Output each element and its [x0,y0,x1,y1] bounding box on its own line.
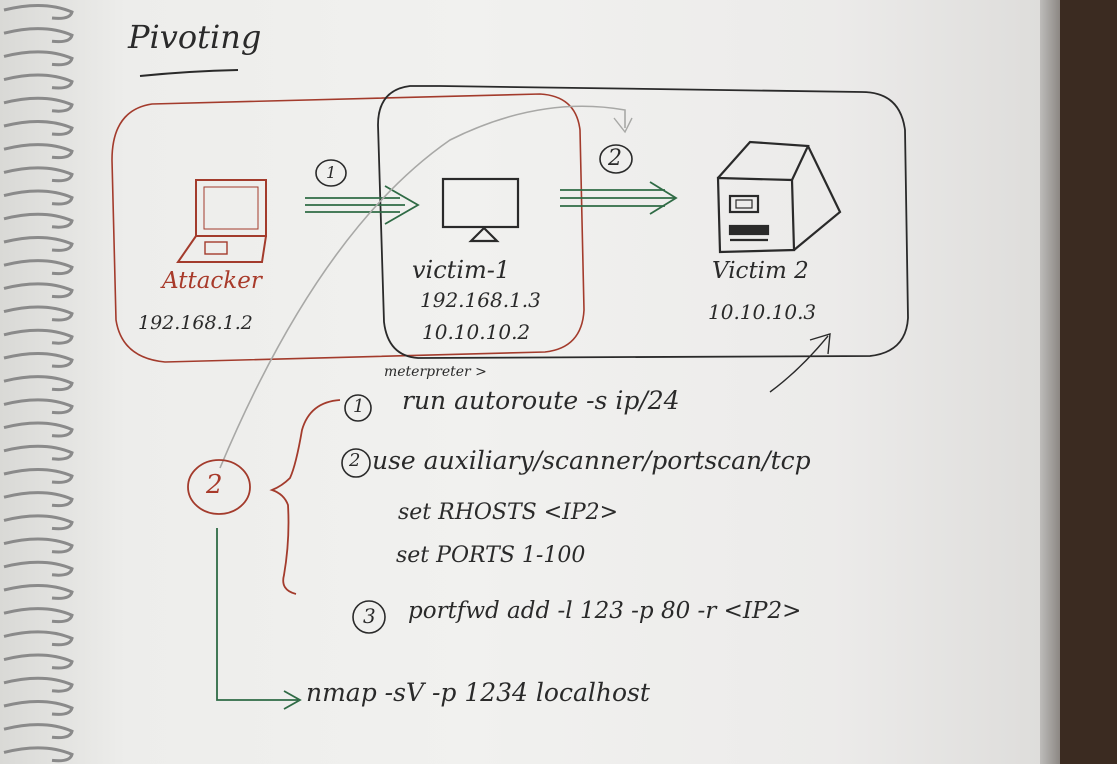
spiral-coil [4,748,72,761]
spiral-coil [4,655,72,668]
spiral-coil [4,353,72,366]
title-underline [140,70,238,76]
victim1-label: victim-1 [412,256,510,284]
command-brace [272,400,340,594]
step-2-arrow [560,182,676,214]
victim2-label: Victim 2 [712,258,809,284]
attacker-ip: 192.168.1.2 [138,312,253,334]
spiral-coil [4,214,72,227]
ip-pointer-arrow [770,334,830,392]
spiral-coil [4,632,72,645]
spiral-coil [4,585,72,598]
cmd-2b-text: set PORTS 1-100 [396,543,585,568]
cmd-1-number: 1 [353,396,364,417]
victim1-ip1: 192.168.1.3 [420,288,541,312]
cmd-2a-text: set RHOSTS <IP2> [398,500,618,525]
attacker-label: Attacker [162,268,262,294]
spiral-coil [4,423,72,436]
spiral-coil [4,145,72,158]
spiral-binding [4,5,72,760]
spiral-coil [4,191,72,204]
server-icon [718,142,840,252]
spiral-coil [4,493,72,506]
spiral-coil [4,377,72,390]
spiral-coil [4,400,72,413]
spiral-coil [4,52,72,65]
step-1-arrow [305,186,418,224]
spiral-coil [4,678,72,691]
pencil-arrowhead [614,118,632,132]
spiral-coil [4,562,72,575]
spiral-coil [4,330,72,343]
page-title: Pivoting [128,18,261,56]
victim1-ip2: 10.10.10.2 [422,320,530,344]
cmd-2-number: 2 [349,450,360,471]
spiral-coil [4,701,72,714]
monitor-icon [443,179,518,241]
spiral-coil [4,121,72,134]
spiral-coil [4,237,72,250]
spiral-coil [4,284,72,297]
spiral-coil [4,539,72,552]
spiral-coil [4,469,72,482]
spiral-coil [4,609,72,622]
spiral-coil [4,29,72,42]
spiral-coil [4,307,72,320]
spiral-coil [4,75,72,88]
cmd-3-text: portfwd add -l 123 -p 80 -r <IP2> [408,598,801,624]
spiral-coil [4,261,72,274]
step-1-label: 1 [326,163,336,182]
step-2-label: 2 [608,146,622,171]
cmd-4-text: nmap -sV -p 1234 localhost [306,678,650,707]
spiral-coil [4,516,72,529]
spiral-coil [4,5,72,18]
spiral-coil [4,98,72,111]
marker-2-label: 2 [206,470,223,500]
cmd-2-text: use auxiliary/scanner/portscan/tcp [372,446,811,475]
victim2-ip: 10.10.10.3 [708,300,816,324]
cmd-1-text: run autoroute -s ip/24 [402,386,680,415]
spiral-coil [4,168,72,181]
spiral-coil [4,446,72,459]
cmd-3-number: 3 [363,604,376,628]
laptop-icon [178,180,266,262]
meterpreter-prompt: meterpreter > [384,364,487,380]
spiral-coil [4,725,72,738]
